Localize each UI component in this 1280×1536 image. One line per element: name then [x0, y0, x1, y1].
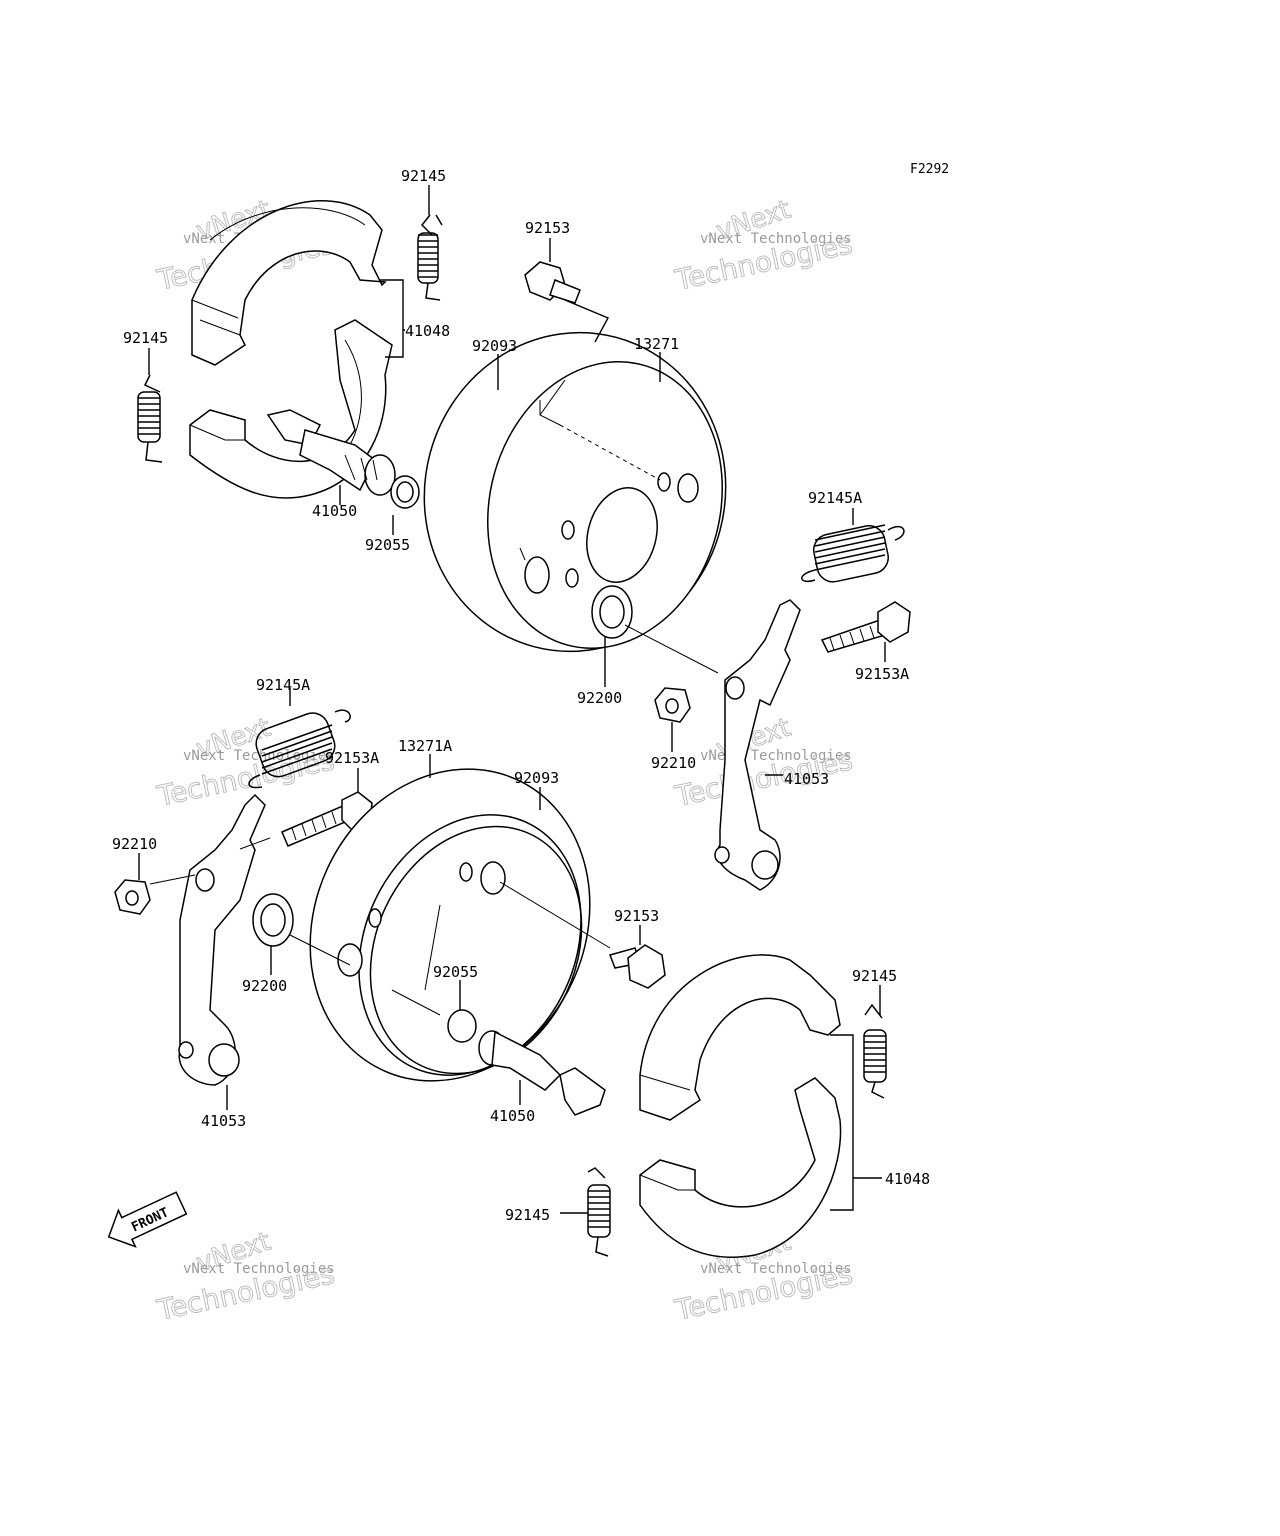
label-92153: 92153 [614, 907, 659, 925]
label-92210: 92210 [112, 835, 157, 853]
svg-text:vNext Technologies: vNext Technologies [700, 1261, 852, 1277]
spring-92145-top [417, 214, 443, 301]
watermark-mid-right: vNext vNext Technologies Technologies [671, 712, 856, 813]
seal-92200-top [591, 585, 633, 639]
label-92200: 92200 [242, 977, 287, 995]
svg-text:vNext Technologies: vNext Technologies [183, 1261, 335, 1277]
label-92145A: 92145A [256, 676, 310, 694]
watermark-mid-left: vNext vNext Technologies Technologies [153, 712, 338, 813]
label-41050: 41050 [490, 1107, 535, 1125]
brake-shoe-top-upper [191, 200, 387, 366]
brake-shoe-bottom-lower [639, 1077, 842, 1258]
nut-92210-top [654, 687, 691, 723]
label-92200: 92200 [577, 689, 622, 707]
spring-92145-left [137, 374, 163, 463]
watermark-bottom-left: vNext vNext Technologies Technologies [153, 1226, 338, 1327]
label-92055: 92055 [365, 536, 410, 554]
svg-text:vNext Technologies: vNext Technologies [700, 231, 852, 247]
spring-92145-bottom-left [587, 1167, 611, 1257]
seal-92200-bottom [252, 893, 294, 947]
cam-shaft-41050-top [266, 409, 396, 496]
brake-drum-13271A-bottom [309, 768, 591, 1082]
label-41053: 41053 [784, 770, 829, 788]
washer-92055-top [390, 475, 420, 509]
lever-41053-right [714, 599, 801, 891]
cam-shaft-41050-bottom [478, 1030, 606, 1116]
bolt-92153-bottom [609, 944, 666, 989]
label-92153A: 92153A [855, 665, 909, 683]
label-92145A: 92145A [808, 489, 862, 507]
label-92145: 92145 [505, 1206, 550, 1224]
label-41053: 41053 [201, 1112, 246, 1130]
label-92210: 92210 [651, 754, 696, 772]
label-92093: 92093 [514, 769, 559, 787]
label-92153A: 92153A [325, 749, 379, 767]
label-92145: 92145 [401, 167, 446, 185]
lever-41053-bottom [178, 793, 266, 1086]
label-92153: 92153 [525, 219, 570, 237]
label-13271: 13271 [634, 335, 679, 353]
bolt-92153A-right [820, 601, 911, 653]
front-arrow-icon: FRONT [107, 1191, 188, 1248]
label-41048: 41048 [405, 322, 450, 340]
label-92055: 92055 [433, 963, 478, 981]
label-41048: 41048 [885, 1170, 930, 1188]
label-92093: 92093 [472, 337, 517, 355]
figure-code: F2292 [910, 162, 949, 177]
spring-92145A-left [248, 709, 351, 789]
label-92145: 92145 [852, 967, 897, 985]
bolt-92153A-left [281, 791, 373, 847]
label-13271A: 13271A [398, 737, 452, 755]
label-41050: 41050 [312, 502, 357, 520]
spring-92145-bottom-right [863, 1003, 887, 1099]
brake-drum-13271-top [423, 331, 727, 653]
leader-lines [138, 185, 886, 1214]
nut-92210-left [114, 879, 151, 915]
bolt-92153-top [524, 261, 581, 304]
brake-shoe-bottom-upper [639, 954, 841, 1121]
label-92145: 92145 [123, 329, 168, 347]
watermark-top-right: vNext vNext Technologies Technologies [671, 194, 856, 297]
spring-92145A-right [801, 524, 905, 583]
